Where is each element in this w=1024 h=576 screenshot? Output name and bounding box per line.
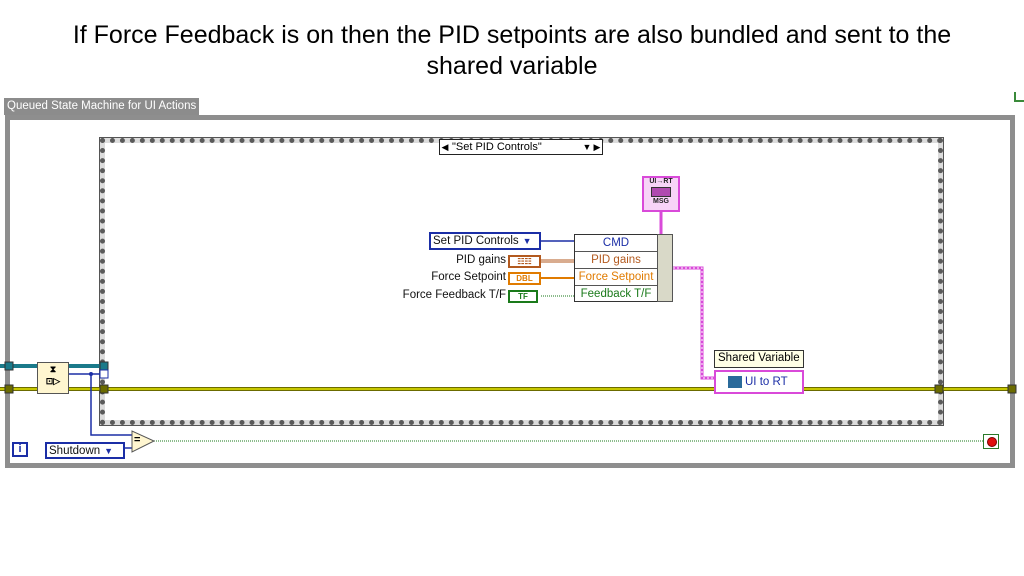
case-dropdown-icon[interactable]: ▼: [582, 142, 592, 152]
case-tunnel-queue: [99, 361, 109, 371]
bundle-output-wire: [673, 266, 714, 380]
bundle-output-wire-inner: [673, 267, 714, 379]
case-selector[interactable]: ◀ "Set PID Controls" ▼ ▶: [439, 139, 603, 155]
force-feedback-terminal[interactable]: TF: [508, 290, 538, 303]
slide-title: If Force Feedback is on then the PID set…: [72, 21, 952, 80]
bundle-field-force-setpoint[interactable]: Force Setpoint: [575, 269, 657, 286]
bundle-input-bar: [657, 234, 673, 302]
shared-variable-label: Shared Variable: [714, 350, 804, 368]
case-selector-value: "Set PID Controls": [452, 141, 542, 153]
bundle-field-feedback[interactable]: Feedback T/F: [580, 288, 652, 300]
prev-case-arrow-icon[interactable]: ◀: [441, 142, 449, 152]
error-tunnel-left: [4, 384, 14, 394]
force-feedback-label: Force Feedback T/F: [402, 289, 506, 301]
bundle-by-name-node[interactable]: CMD PID gains Force Setpoint Feedback T/…: [574, 234, 658, 302]
typedef-line2: MSG: [653, 198, 669, 205]
message-typedef-constant[interactable]: UI→RT MSG: [642, 176, 680, 212]
compare-enum-wire: [90, 374, 132, 436]
bundle-field-pid-gains[interactable]: PID gains: [575, 252, 657, 269]
dequeue-icon: ⧗⊡▷: [45, 364, 61, 386]
enum-dropdown-icon[interactable]: ▼: [522, 236, 532, 246]
equal-compare-symbol: =: [134, 434, 141, 446]
force-setpoint-label: Force Setpoint: [431, 271, 506, 283]
case-tunnel-error-left: [99, 384, 109, 394]
queue-tunnel-left: [4, 361, 14, 371]
typedef-line1: UI→RT: [649, 178, 673, 185]
bundle-field-cmd[interactable]: CMD: [575, 235, 657, 252]
stop-icon: [987, 437, 997, 447]
network-icon: [728, 376, 742, 388]
iteration-terminal: i: [12, 442, 28, 457]
case-tunnel-error-right: [934, 384, 944, 394]
enum-constant-value: Set PID Controls: [433, 235, 519, 247]
dequeue-element-node[interactable]: ⧗⊡▷: [37, 362, 69, 394]
force-setpoint-terminal[interactable]: DBL: [508, 272, 541, 285]
case-tunnel-selector: [99, 369, 109, 379]
pid-gains-label: PID gains: [456, 254, 506, 266]
wire-junction: [89, 372, 93, 376]
pid-gains-terminal[interactable]: ☷☷: [508, 255, 541, 268]
shutdown-enum-value: Shutdown: [49, 444, 101, 457]
equal-compare-node: [131, 430, 156, 453]
shared-variable-node[interactable]: UI to RT: [714, 370, 804, 394]
next-case-arrow-icon[interactable]: ▶: [593, 142, 601, 152]
cluster-icon: [651, 187, 671, 197]
shared-variable-name: UI to RT: [745, 376, 788, 388]
shutdown-enum-constant[interactable]: Shutdown ▼: [45, 442, 125, 459]
cmd-enum-constant[interactable]: Set PID Controls ▼: [429, 232, 541, 250]
loop-stop-terminal[interactable]: [983, 434, 999, 449]
error-tunnel-right: [1007, 384, 1017, 394]
while-loop-label: Queued State Machine for UI Actions: [4, 98, 200, 115]
shutdown-dropdown-icon[interactable]: ▼: [104, 445, 114, 456]
corner-icon: [1014, 92, 1024, 102]
